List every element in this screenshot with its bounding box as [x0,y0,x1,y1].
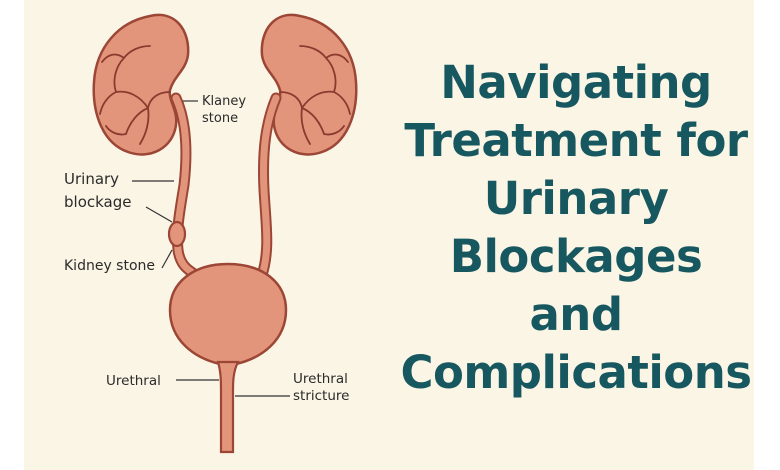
right-kidney [260,13,358,156]
label-kidney-stone-top-1: Klaney [202,94,246,109]
label-urinary-blockage-1: Urinary [64,170,119,188]
title-line: Complications [400,346,752,399]
label-kidney-stone-bottom: Kidney stone [64,258,155,274]
title-line: Treatment for [404,114,748,167]
urethra [216,360,240,454]
title-line: Blockages [449,230,703,283]
left-kidney-veins [99,45,171,145]
leader-lines [132,100,290,397]
title-line: Urinary [483,172,669,225]
page-title: Navigating Treatment for Urinary Blockag… [386,54,766,402]
left-kidney [92,13,190,156]
title-line: and [529,288,623,341]
label-urethral-stricture-1: Urethral [293,371,348,387]
kidney-stone-blockage [167,220,187,248]
label-urethral: Urethral [106,373,161,389]
label-urinary-blockage-2: blockage [64,193,131,211]
label-kidney-stone-top-2: stone [202,111,238,126]
label-urethral-stricture-2: stricture [293,388,349,404]
right-kidney-veins [279,45,351,145]
title-line: Navigating [440,56,712,109]
bladder [168,262,288,366]
